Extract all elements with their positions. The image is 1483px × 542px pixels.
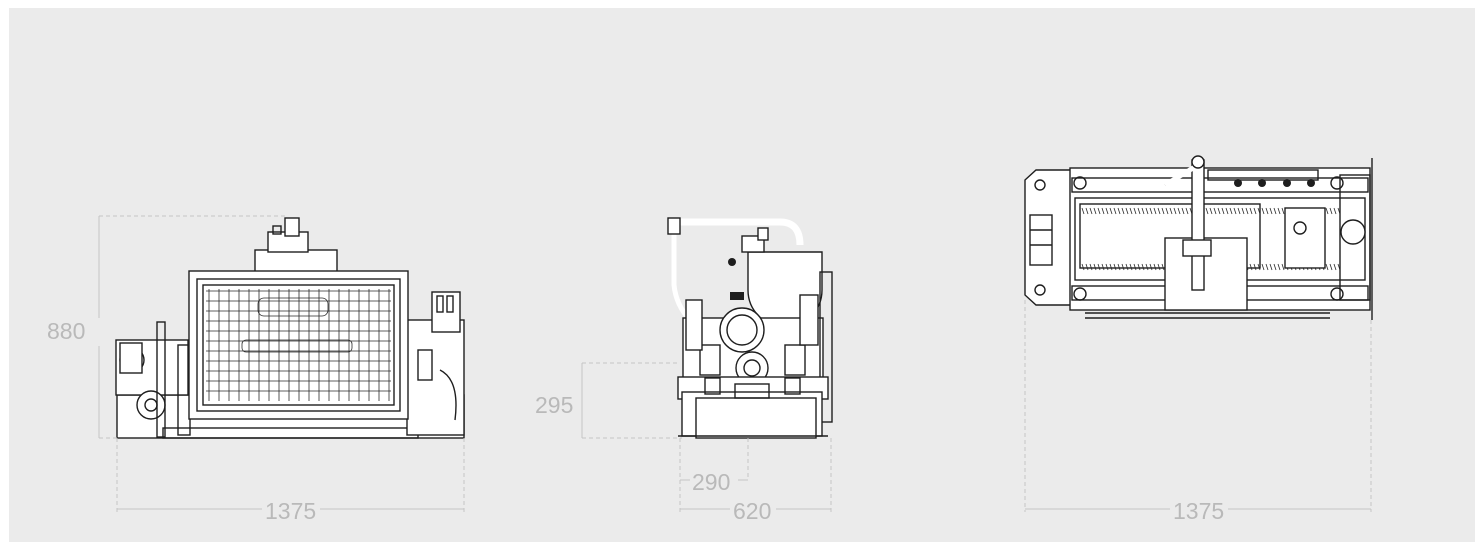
side-width-label: 620 (733, 498, 771, 524)
grid-front (206, 289, 391, 401)
side-dimensions: 295 290 620 (535, 362, 832, 524)
front-height-label: 880 (47, 318, 85, 344)
top-width-label: 1375 (1173, 498, 1224, 524)
front-width-label: 1375 (265, 498, 316, 524)
front-dimensions: 880 1375 (47, 215, 465, 524)
side-height-label: 295 (535, 392, 573, 418)
front-view (115, 217, 465, 439)
side-inner-width-label: 290 (692, 469, 730, 495)
top-dimensions: 1375 (1024, 300, 1372, 524)
side-view (667, 217, 833, 439)
top-view (1024, 155, 1373, 320)
